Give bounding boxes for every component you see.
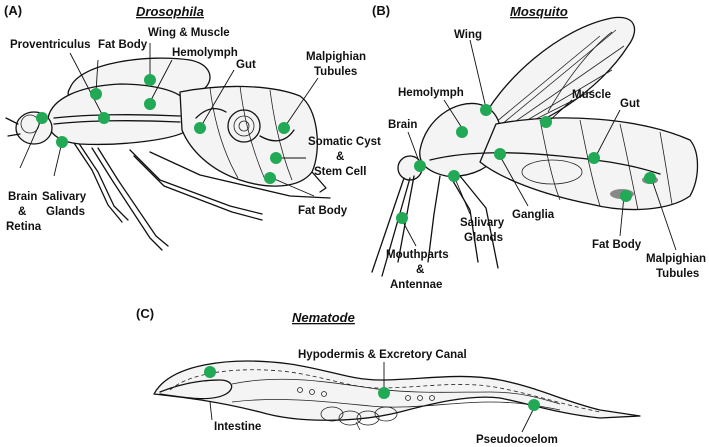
marker-salivary-glands: [56, 136, 68, 148]
label-wing-muscle: Wing & Muscle: [148, 27, 230, 39]
marker-ganglia: [494, 148, 506, 160]
marker-hemolymph: [144, 98, 156, 110]
label-malpighian-line2: Tubules: [656, 268, 699, 280]
marker-muscle: [540, 116, 552, 128]
panel-drosophila: (A) Drosophila: [4, 3, 381, 251]
label-gut: Gut: [236, 59, 256, 71]
marker-somatic-cyst: [270, 152, 282, 164]
label-somatic-line3: Stem Cell: [314, 166, 366, 178]
drosophila-illustration: [5, 57, 331, 251]
panel-mosquito: (B) Mosquito: [371, 3, 706, 291]
marker-proventriculus: [98, 112, 110, 124]
label-salivary-line1: Salivary: [460, 217, 505, 229]
label-ganglia: Ganglia: [512, 209, 555, 221]
marker-fat-body: [620, 190, 632, 202]
label-malpighian-line2: Tubules: [314, 66, 357, 78]
marker-salivary-glands: [448, 170, 460, 182]
label-brain-line3: Retina: [6, 221, 42, 233]
label-brain-line1: Brain: [8, 191, 37, 203]
label-hemolymph: Hemolymph: [398, 87, 464, 99]
marker-intestine: [204, 366, 216, 378]
marker-wing: [480, 104, 492, 116]
label-pseudocoelom: Pseudocoelom: [476, 434, 558, 446]
label-muscle: Muscle: [572, 89, 611, 101]
marker-malpighian-tubules: [278, 122, 290, 134]
label-salivary-line1: Salivary: [42, 191, 87, 203]
label-wing: Wing: [454, 29, 482, 41]
label-salivary-line2: Glands: [464, 232, 503, 244]
label-malpighian-line1: Malpighian: [646, 253, 706, 265]
marker-wing-muscle: [144, 74, 156, 86]
label-mouthparts-line3: Antennae: [390, 279, 442, 291]
marker-pseudocoelom: [528, 399, 540, 411]
panel-c-letter: (C): [136, 306, 154, 321]
panel-a-title: Drosophila: [136, 4, 204, 19]
nematode-illustration: [153, 360, 641, 431]
marker-gut: [588, 152, 600, 164]
mosquito-illustration: [371, 16, 699, 277]
marker-hemolymph: [456, 126, 468, 138]
marker-hypodermis-excretory-canal: [378, 387, 390, 399]
marker-mouthparts: [396, 212, 408, 224]
label-brain: Brain: [388, 119, 417, 131]
marker-malpighian-tubules: [644, 172, 656, 184]
label-hemolymph: Hemolymph: [172, 47, 238, 59]
label-gut: Gut: [620, 98, 640, 110]
label-proventriculus: Proventriculus: [10, 39, 91, 51]
marker-brain: [414, 160, 426, 172]
label-mouthparts-line2: &: [416, 264, 424, 276]
marker-gut: [194, 122, 206, 134]
label-salivary-line2: Glands: [46, 206, 85, 218]
label-fat-body: Fat Body: [592, 239, 642, 251]
marker-fat-body-bottom: [264, 172, 276, 184]
panel-c-title: Nematode: [292, 310, 355, 325]
label-hypodermis: Hypodermis & Excretory Canal: [298, 349, 467, 361]
label-somatic-line1: Somatic Cyst: [308, 136, 381, 148]
label-somatic-line2: &: [336, 151, 344, 163]
label-intestine: Intestine: [214, 421, 261, 433]
label-fat-body-top: Fat Body: [98, 39, 148, 51]
panel-a-letter: (A): [4, 3, 22, 18]
panel-b-letter: (B): [372, 3, 390, 18]
panel-nematode: (C) Nematode: [136, 306, 641, 446]
label-fat-body-bottom: Fat Body: [298, 205, 348, 217]
marker-brain-retina: [36, 112, 48, 124]
marker-fat-body-top: [90, 88, 102, 100]
label-malpighian-line1: Malpighian: [306, 51, 366, 63]
label-mouthparts-line1: Mouthparts: [386, 249, 449, 261]
label-brain-line2: &: [18, 206, 26, 218]
panel-b-title: Mosquito: [510, 4, 568, 19]
